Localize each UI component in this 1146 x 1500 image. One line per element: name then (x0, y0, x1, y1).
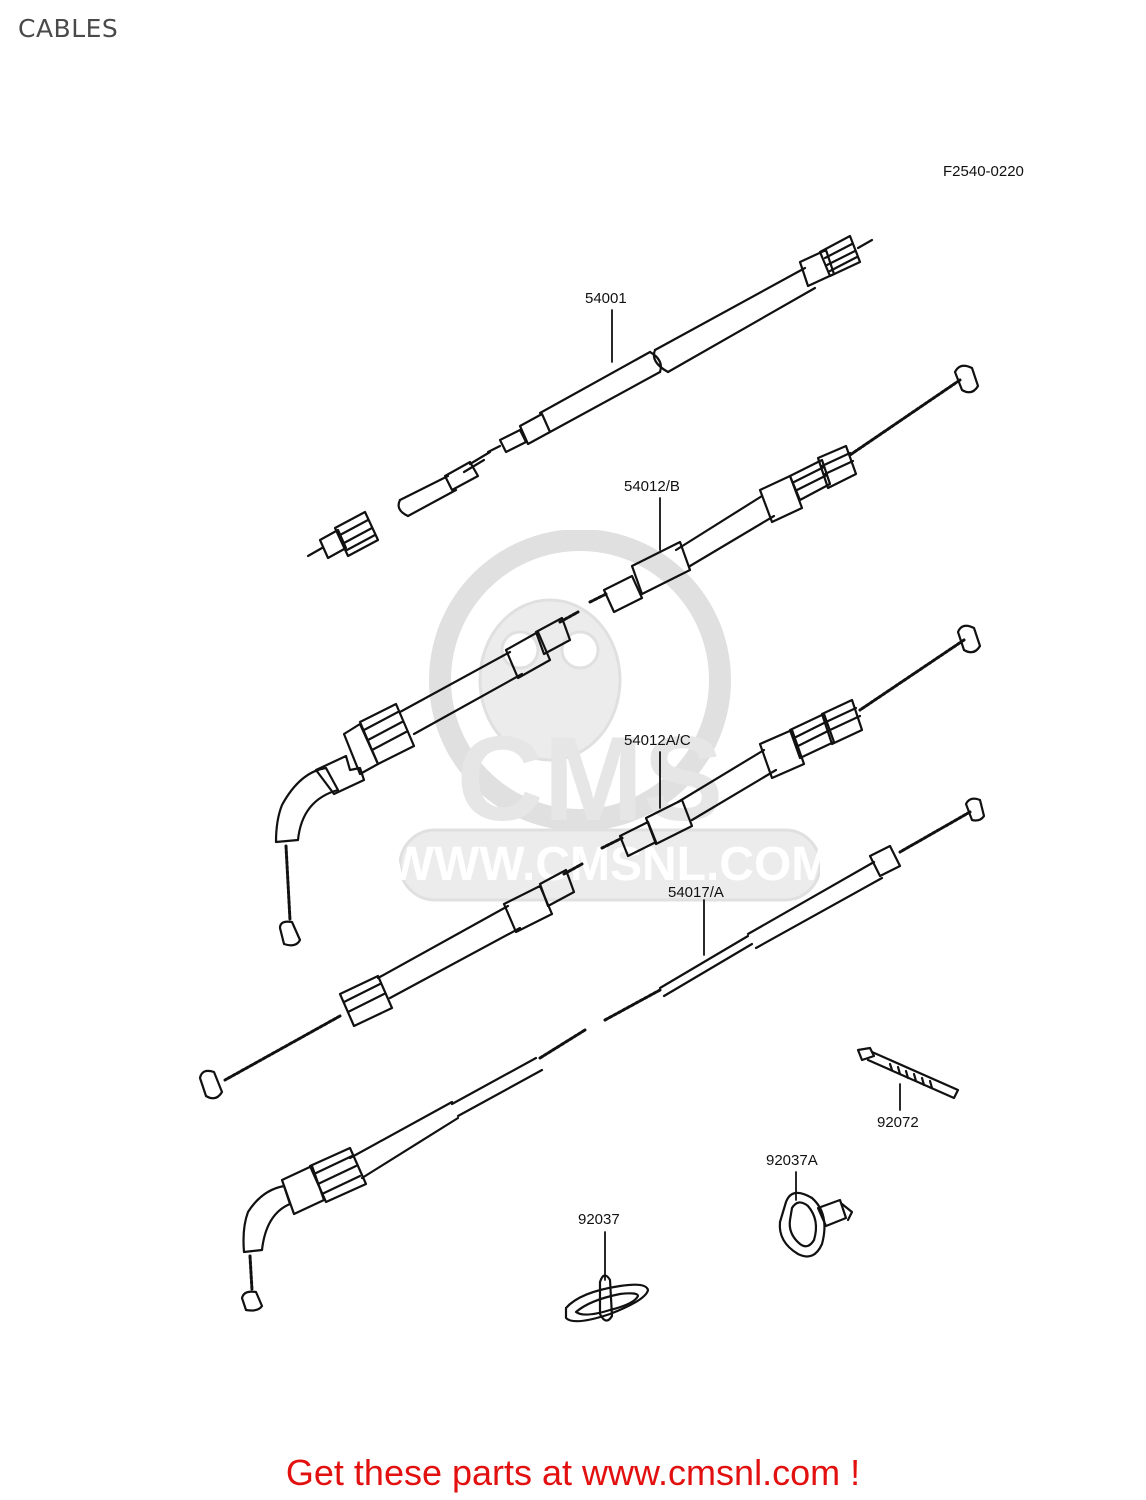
cable-clamp-a-drawing (778, 1191, 854, 1258)
cable-band-drawing (856, 1046, 960, 1100)
part-label-92037a: 92037A (766, 1152, 818, 1169)
speedometer-cable-drawing (306, 234, 874, 560)
throttle-cable-b-drawing (274, 364, 980, 947)
part-label-54017-a: 54017/A (668, 884, 724, 901)
watermark-brand: CMS (457, 712, 724, 846)
diagram-code: F2540-0220 (943, 163, 1024, 180)
page-title: CABLES (18, 14, 119, 43)
part-label-54012-b: 54012/B (624, 478, 680, 495)
leader-lines (604, 309, 901, 1281)
part-label-92072: 92072 (877, 1114, 919, 1131)
throttle-cable-a-c-drawing (198, 624, 982, 1100)
cable-clamp-drawing (564, 1274, 650, 1323)
footer-link[interactable]: Get these parts at www.cmsnl.com ! (285, 1452, 861, 1493)
choke-cable-drawing (240, 797, 986, 1312)
part-label-54012a-c: 54012A/C (624, 732, 691, 749)
part-label-92037: 92037 (578, 1211, 620, 1228)
part-label-54001: 54001 (585, 290, 627, 307)
